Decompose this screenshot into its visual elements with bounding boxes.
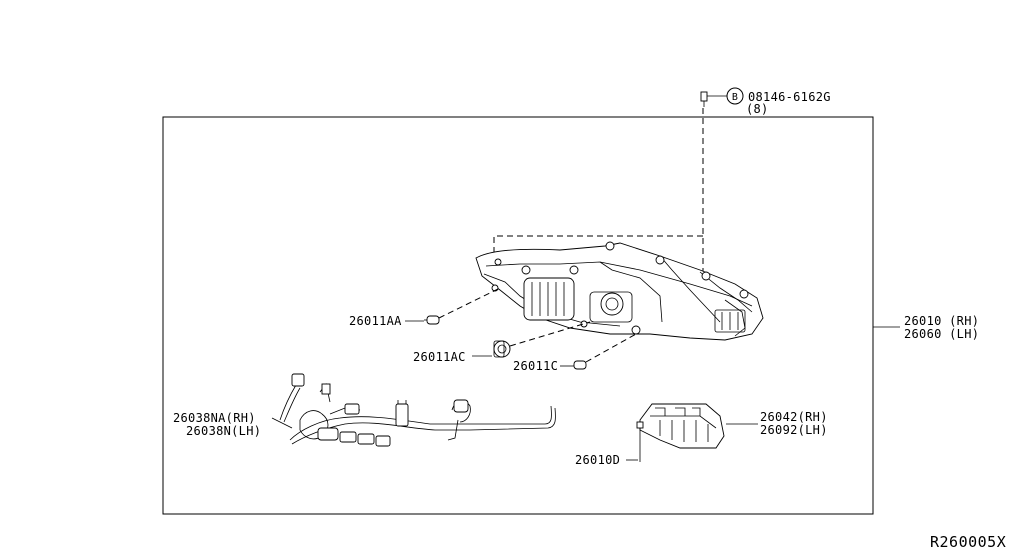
- screw-icon: [636, 421, 644, 462]
- bulb-aa-dashed: [438, 287, 501, 319]
- bolt-symbol: B: [732, 92, 738, 103]
- label-harness-rh: 26038NA(RH): [173, 411, 256, 425]
- label-harness-lh: 26038N(LH): [186, 424, 261, 438]
- projector-lens-icon: [600, 292, 624, 316]
- bulb-ac-icon: [493, 340, 511, 358]
- bulb-aa-icon: [424, 315, 440, 325]
- bulb-c-dashed: [585, 333, 637, 363]
- label-headlamp-lh: 26060 (LH): [904, 327, 979, 341]
- bolt-leader-dashed-branch: [493, 235, 703, 258]
- reference-code: R260005X: [930, 533, 1006, 551]
- bolt-quantity: (8): [746, 102, 769, 116]
- headlamp-assembly-icon: [475, 241, 764, 341]
- label-screw: 26010D: [575, 453, 620, 467]
- label-bulb-c: 26011C: [513, 359, 558, 373]
- bolt-callout: B 08146-6162G (8): [493, 87, 831, 272]
- wiring-harness-icon: [279, 373, 556, 447]
- bolt-icon: [700, 91, 727, 107]
- label-bracket-rh: 26042(RH): [760, 410, 828, 424]
- bulb-ac-dashed: [509, 321, 591, 347]
- harness-leader: [271, 417, 293, 429]
- lamp-module-icon: [523, 277, 575, 321]
- assembly-frame: [162, 116, 874, 515]
- label-bulb-aa: 26011AA: [349, 314, 402, 328]
- bulb-c-icon: [573, 360, 587, 370]
- harness-connector-right-icon: [395, 403, 409, 427]
- bolt-part-number: 08146-6162G: [748, 90, 831, 104]
- label-bracket-lh: 26092(LH): [760, 423, 828, 437]
- harness-connector-top-icon: [291, 373, 305, 387]
- label-bulb-ac: 26011AC: [413, 350, 466, 364]
- harness-connector-mid-icon: [317, 427, 339, 441]
- bracket-icon: [639, 403, 725, 449]
- label-headlamp-rh: 26010 (RH): [904, 314, 979, 328]
